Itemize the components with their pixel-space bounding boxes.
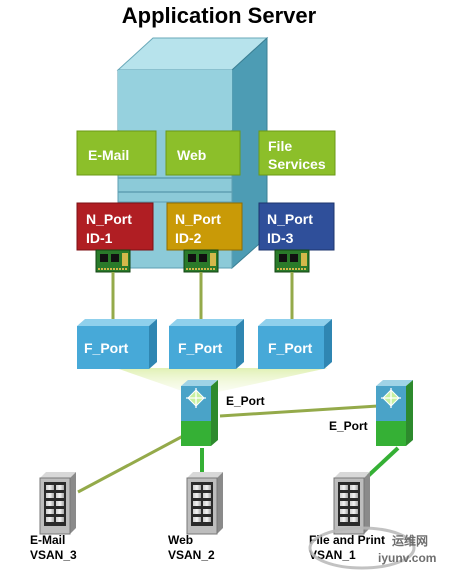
storage-array-file-icon — [333, 472, 370, 535]
nport-3-line1: N_Port — [267, 211, 313, 227]
storage-array-web-icon — [186, 472, 223, 535]
fport-1-label: F_Port — [84, 340, 129, 356]
diagram-title: Application Server — [122, 3, 317, 28]
nport-2-line2: ID-2 — [175, 230, 202, 246]
storage-array-email-icon — [39, 472, 76, 535]
isl-link — [219, 404, 379, 418]
storage-file-line1: File and Print — [309, 533, 385, 547]
fport-fan-area — [116, 368, 328, 392]
nport-3-line2: ID-3 — [267, 230, 294, 246]
fport-3-label: F_Port — [268, 340, 313, 356]
app-box-web: Web — [165, 130, 241, 176]
storage-email-line1: E-Mail — [30, 533, 65, 547]
fport-box-1: F_Port — [77, 319, 157, 369]
link-to-email-storage — [77, 433, 186, 494]
app-web-label: Web — [177, 147, 206, 163]
eport-label-right: E_Port — [329, 419, 368, 433]
hba-card-2-icon — [183, 249, 219, 273]
nport-box-id2: N_Port ID-2 — [166, 202, 243, 251]
hba-card-1-icon — [95, 249, 131, 273]
watermark-text: iyunv.com — [378, 551, 436, 565]
nport-2-line1: N_Port — [175, 211, 221, 227]
app-box-email: E-Mail — [76, 130, 157, 176]
nport-1-line1: N_Port — [86, 211, 132, 227]
nport-box-id3: N_Port ID-3 — [258, 202, 335, 251]
watermark: 运维网 iyunv.com — [308, 526, 436, 570]
app-email-label: E-Mail — [88, 147, 129, 163]
storage-web-line1: Web — [168, 533, 193, 547]
nport-1-line2: ID-1 — [86, 230, 113, 246]
storage-file-line2: VSAN_1 — [309, 548, 356, 562]
mds-switch-left-icon — [181, 380, 218, 446]
storage-email-line2: VSAN_3 — [30, 548, 77, 562]
hba-to-fport-links — [111, 272, 294, 326]
watermark-cn: 运维网 — [392, 533, 428, 548]
fport-box-3: F_Port — [258, 319, 332, 369]
app-file-label: File — [268, 138, 292, 154]
link-to-file-storage — [366, 446, 400, 478]
fport-box-2: F_Port — [169, 319, 244, 369]
app-box-file-services: File Services — [258, 130, 336, 176]
mds-switch-right-icon — [376, 380, 413, 446]
eport-label-left: E_Port — [226, 394, 265, 408]
storage-web-line2: VSAN_2 — [168, 548, 215, 562]
nport-box-id1: N_Port ID-1 — [76, 202, 154, 251]
app-services-label: Services — [268, 156, 326, 172]
hba-card-3-icon — [274, 249, 310, 273]
fport-2-label: F_Port — [178, 340, 223, 356]
